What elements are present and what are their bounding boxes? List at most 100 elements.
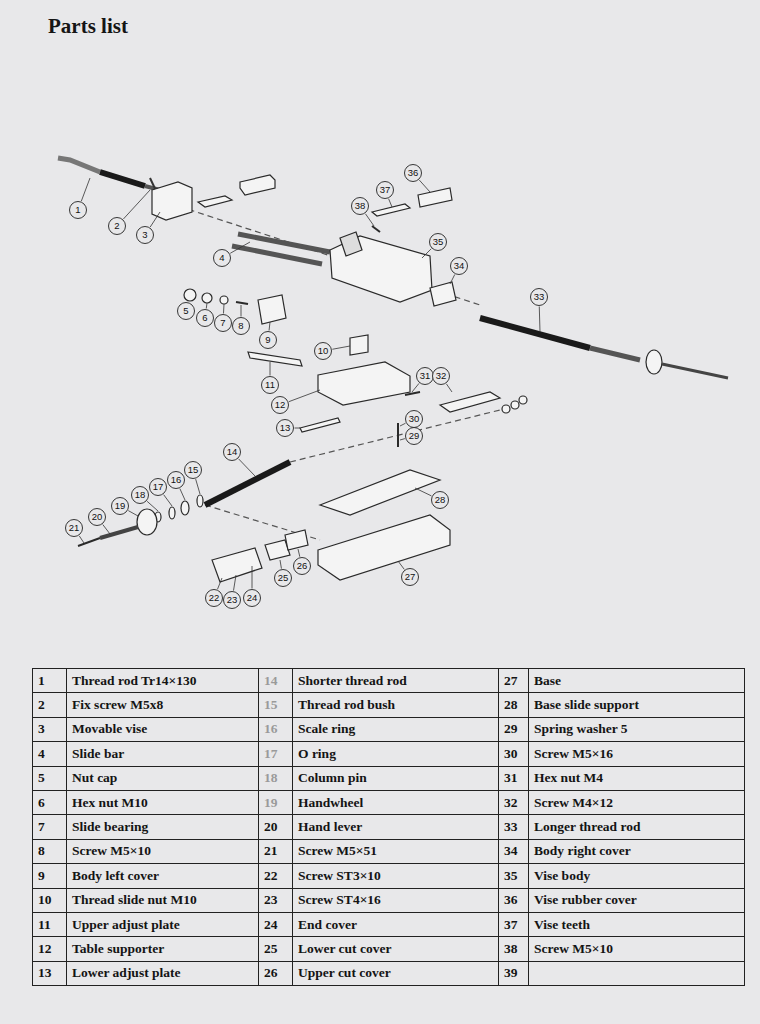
part-number: 15 bbox=[264, 697, 278, 712]
part-number: 14 bbox=[264, 673, 278, 688]
illustration-part bbox=[502, 405, 510, 413]
illustration-part bbox=[220, 296, 228, 304]
parts-table: 1Thread rod Tr14×13014Shorter thread rod… bbox=[32, 668, 745, 986]
illustration-part bbox=[372, 204, 410, 216]
table-cell: 22 bbox=[259, 864, 293, 888]
part-number: 35 bbox=[504, 868, 518, 883]
table-cell: Vise teeth bbox=[529, 912, 745, 936]
part-name: Shorter thread rod bbox=[298, 673, 407, 688]
table-cell bbox=[529, 961, 745, 985]
table-cell: 14 bbox=[259, 669, 293, 693]
part-name: Lower adjust plate bbox=[72, 965, 181, 980]
leader-line bbox=[234, 575, 236, 591]
part-number: 34 bbox=[504, 843, 518, 858]
part-name: Thread slide nut M10 bbox=[72, 892, 197, 907]
part-name: Handwheel bbox=[298, 795, 363, 810]
illustration-part bbox=[152, 182, 192, 220]
leader-line bbox=[239, 459, 255, 476]
illustration-part bbox=[318, 362, 410, 405]
table-cell: 9 bbox=[33, 864, 67, 888]
table-cell: 28 bbox=[499, 693, 529, 717]
table-cell: 15 bbox=[259, 693, 293, 717]
table-cell: 27 bbox=[499, 669, 529, 693]
table-cell: 31 bbox=[499, 766, 529, 790]
table-cell: Fix screw M5x8 bbox=[67, 693, 259, 717]
illustration-part bbox=[240, 175, 275, 195]
part-number: 28 bbox=[504, 697, 518, 712]
leader-line bbox=[230, 242, 250, 253]
part-name: Screw ST4×16 bbox=[298, 892, 381, 907]
table-cell: 20 bbox=[259, 815, 293, 839]
part-number: 29 bbox=[504, 721, 518, 736]
leader-line bbox=[206, 303, 208, 309]
table-cell: Base bbox=[529, 669, 745, 693]
leader-line bbox=[218, 578, 222, 589]
part-name: Thread rod bush bbox=[298, 697, 395, 712]
part-number: 7 bbox=[38, 819, 45, 834]
illustration-part bbox=[300, 418, 340, 432]
callout-number: 21 bbox=[64, 522, 84, 534]
leader-line bbox=[241, 305, 242, 317]
leader-line bbox=[422, 249, 431, 258]
illustration-part bbox=[430, 282, 456, 306]
table-cell: Base slide support bbox=[529, 693, 745, 717]
callout-number: 13 bbox=[275, 422, 295, 434]
table-cell: Hand lever bbox=[293, 815, 499, 839]
illustration-part bbox=[418, 188, 452, 207]
callout-number: 31 bbox=[415, 370, 435, 382]
table-cell: Screw M5×16 bbox=[529, 742, 745, 766]
part-number: 3 bbox=[38, 721, 45, 736]
part-name: End cover bbox=[298, 917, 357, 932]
part-name: Body right cover bbox=[534, 843, 631, 858]
table-cell: 23 bbox=[259, 888, 293, 912]
table-cell: 17 bbox=[259, 742, 293, 766]
illustration-part bbox=[58, 158, 100, 172]
part-name: Vise body bbox=[534, 868, 590, 883]
table-cell: 3 bbox=[33, 717, 67, 741]
part-name: Screw M4×12 bbox=[534, 795, 613, 810]
table-cell: Hex nut M4 bbox=[529, 766, 745, 790]
table-row: 8Screw M5×1021Screw M5×5134Body right co… bbox=[33, 839, 745, 863]
part-number: 1 bbox=[38, 673, 45, 688]
leader-line bbox=[223, 304, 225, 314]
table-cell: Shorter thread rod bbox=[293, 669, 499, 693]
table-row: 5Nut cap18Column pin31Hex nut M4 bbox=[33, 766, 745, 790]
table-cell: Screw ST3×10 bbox=[293, 864, 499, 888]
callout-number: 7 bbox=[213, 317, 233, 329]
part-number: 37 bbox=[504, 917, 518, 932]
leader-line bbox=[415, 488, 431, 496]
table-cell: 18 bbox=[259, 766, 293, 790]
leader-line bbox=[79, 536, 84, 543]
table-cell: 10 bbox=[33, 888, 67, 912]
table-cell: Vise body bbox=[529, 864, 745, 888]
part-name: Scale ring bbox=[298, 721, 355, 736]
illustration-part bbox=[350, 335, 368, 355]
illustration-part bbox=[137, 509, 157, 535]
illustration-part bbox=[198, 196, 232, 207]
table-cell: 38 bbox=[499, 937, 529, 961]
illustration-part bbox=[662, 364, 728, 378]
table-cell: 29 bbox=[499, 717, 529, 741]
table-cell: 6 bbox=[33, 790, 67, 814]
table-cell: Slide bar bbox=[67, 742, 259, 766]
table-row: 2Fix screw M5x815Thread rod bush28Base s… bbox=[33, 693, 745, 717]
leader-line bbox=[150, 212, 160, 227]
leader-line bbox=[365, 214, 374, 226]
table-cell: Scale ring bbox=[293, 717, 499, 741]
part-number: 20 bbox=[264, 819, 278, 834]
table-cell: Column pin bbox=[293, 766, 499, 790]
part-name: Screw ST3×10 bbox=[298, 868, 381, 883]
table-row: 11Upper adjust plate24End cover37Vise te… bbox=[33, 912, 745, 936]
callout-number: 36 bbox=[403, 167, 423, 179]
part-name: Screw M5×51 bbox=[298, 843, 377, 858]
leader-line bbox=[81, 178, 90, 201]
callout-number: 11 bbox=[260, 379, 280, 391]
table-cell: 4 bbox=[33, 742, 67, 766]
part-name: Fix screw M5x8 bbox=[72, 697, 163, 712]
part-name: Longer thread rod bbox=[534, 819, 641, 834]
table-cell: 30 bbox=[499, 742, 529, 766]
part-name: Spring washer 5 bbox=[534, 721, 628, 736]
part-number: 32 bbox=[504, 795, 518, 810]
illustration-part bbox=[480, 318, 590, 348]
callout-number: 15 bbox=[183, 464, 203, 476]
